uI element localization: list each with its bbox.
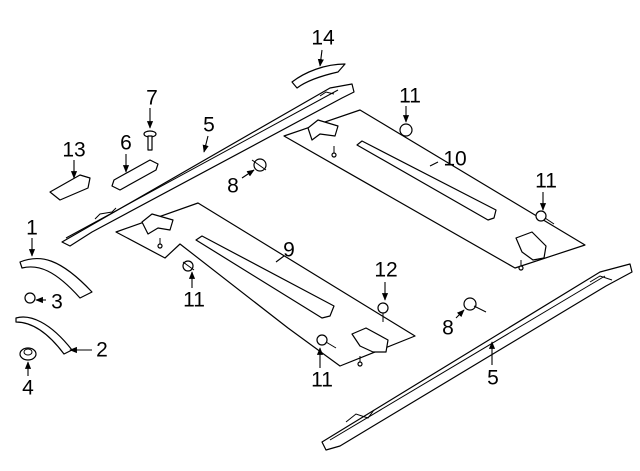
callout-11-bottom: 11 (311, 368, 333, 392)
callout-5-lower: 5 (487, 366, 499, 390)
part-5-lower-roof-rail (321, 263, 633, 451)
callout-10: 10 (443, 147, 467, 171)
callout-2: 2 (96, 338, 108, 362)
part-5-upper-roof-rail (61, 83, 355, 247)
part-8-screw-lower (463, 297, 487, 313)
part-1-trim (19, 257, 93, 299)
part-9-panel (115, 202, 416, 367)
part-8-screw-upper (251, 158, 267, 172)
part-11-screw-b (535, 210, 555, 225)
part-14-end-cap (291, 63, 346, 89)
callout-14: 14 (311, 26, 335, 50)
part-7-screw (143, 130, 157, 151)
leader-lines (24, 49, 547, 376)
part-6-clip (111, 159, 159, 191)
callout-8-lower: 8 (442, 316, 454, 340)
callout-11-right: 11 (535, 169, 557, 193)
part-13-trim (49, 174, 91, 201)
part-2-seal (15, 316, 73, 355)
part-10-panel (283, 109, 586, 271)
part-11-screw-a (399, 123, 413, 137)
callout-11-top: 11 (399, 84, 421, 108)
part-11-screw-c (182, 260, 195, 272)
callout-1: 1 (26, 216, 38, 240)
callout-8-upper: 8 (227, 174, 239, 198)
callout-7: 7 (146, 86, 158, 110)
callout-6: 6 (120, 131, 132, 155)
callout-12: 12 (374, 258, 398, 282)
callout-4: 4 (22, 376, 34, 400)
part-12-screw (377, 302, 389, 322)
part-4-nut (19, 347, 37, 361)
callout-5-upper: 5 (203, 113, 215, 137)
callout-13: 13 (62, 138, 86, 162)
part-3-screw (24, 292, 36, 304)
callout-9: 9 (283, 238, 295, 262)
callout-3: 3 (51, 290, 63, 314)
part-11-screw-d (316, 334, 337, 349)
callout-11-left: 11 (183, 288, 205, 312)
